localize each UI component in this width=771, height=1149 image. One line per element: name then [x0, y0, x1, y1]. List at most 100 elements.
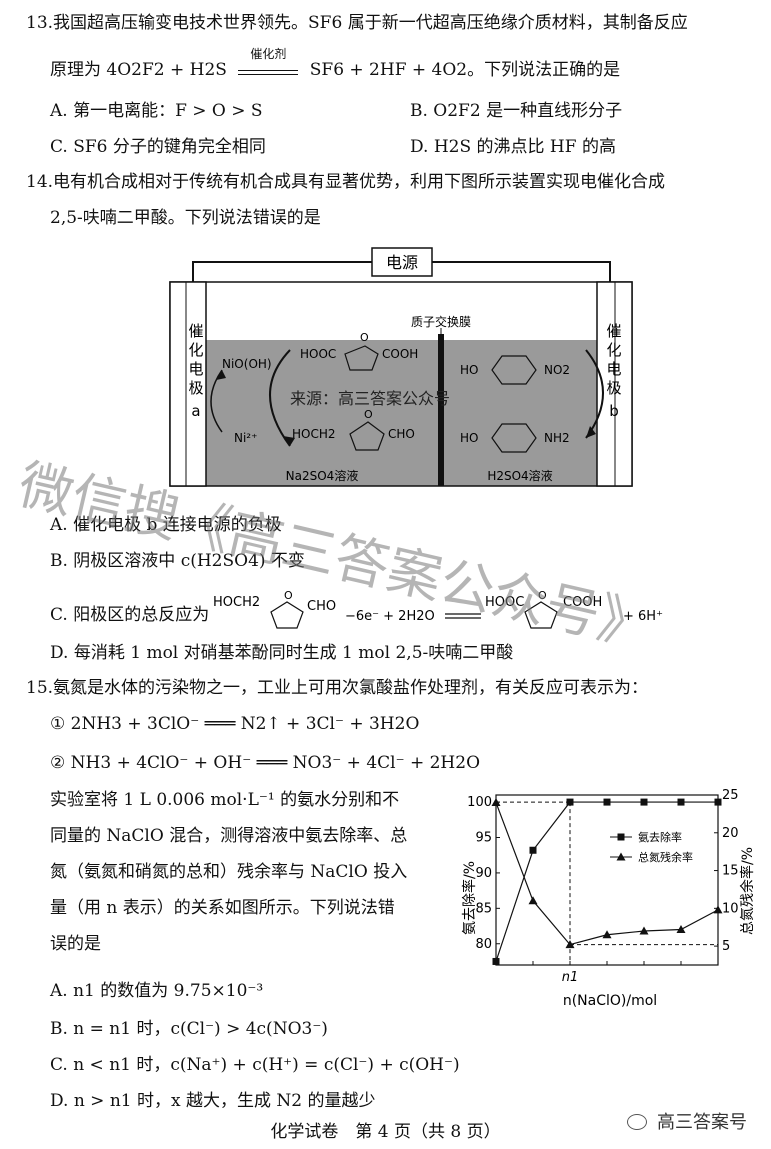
electrolysis-apparatus: 电源 催 化 电 极 a 催 化 电 极 b 质子交换膜 NiO(OH) Ni²… — [169, 247, 633, 487]
series-point-square — [566, 798, 574, 806]
q15-para-5: 误的是 — [50, 934, 101, 954]
q15-option-c: C. n < n1 时，c(Na⁺) + c(H⁺) = c(Cl⁻) + c(… — [50, 1055, 460, 1075]
q15-stem: 15.氨氮是水体的污染物之一，工业上可用次氯酸盐作处理剂，有关反应可表示为： — [26, 678, 649, 698]
q15-para-4: 量（用 n 表示）的关系如图所示。下列说法错 — [50, 898, 395, 918]
y-right-tick-label: 25 — [722, 788, 739, 803]
q13-option-d: D. H2S 的沸点比 HF 的高 — [410, 137, 616, 157]
q13-stem-line2: 原理为 4O2F2 + H2S 催化剂 SF6 + 2HF + 4O2。下列说法… — [50, 47, 621, 81]
series-point-triangle — [676, 924, 686, 933]
series-point-square — [640, 798, 648, 806]
hmf-cho: CHO — [388, 427, 415, 441]
eq-cooh: COOH — [563, 595, 602, 610]
q15-para-3: 氮（氨氮和硝氮的总和）残余率与 NaClO 投入 — [50, 862, 408, 882]
q15-para-2: 同量的 NaClO 混合，测得溶液中氨去除率、总 — [50, 826, 408, 846]
power-source-box — [371, 247, 433, 277]
fdca-hooc: HOOC — [300, 347, 336, 361]
proton-exchange-membrane — [438, 334, 444, 486]
series-point-triangle — [528, 896, 538, 905]
nitrophenol-ho: HO — [460, 363, 478, 377]
eq-hooc: HOOC — [485, 595, 524, 610]
q15-equation-2: ② NH3 + 4ClO⁻ + OH⁻ ═══ NO3⁻ + 4Cl⁻ + 2H… — [50, 753, 481, 773]
ni2plus-label: Ni²⁺ — [234, 431, 257, 445]
eq-cho: CHO — [307, 599, 336, 614]
q14-option-d: D. 每消耗 1 mol 对硝基苯酚同时生成 1 mol 2,5-呋喃二甲酸 — [50, 643, 514, 663]
y-left-tick-label: 100 — [467, 795, 492, 810]
q14-stem-line1: 14.电有机合成相对于传统有机合成具有显著优势，利用下图所示装置实现电催化合成 — [26, 172, 666, 192]
electrode-a-char2: 化 — [188, 341, 203, 359]
y-left-tick-label: 90 — [475, 866, 492, 881]
niooh-label: NiO(OH) — [222, 357, 272, 371]
y-right-tick-label: 10 — [722, 901, 739, 916]
series-line-2 — [495, 802, 719, 946]
electrode-b-char4: 极 — [606, 379, 621, 397]
x-tick-label-n1: n1 — [562, 970, 579, 985]
q15-para-1: 实验室将 1 L 0.006 mol·L⁻¹ 的氨水分别和不 — [50, 790, 400, 810]
plot-frame — [495, 794, 719, 966]
y-axis-right-label: 总氮残余率/% — [739, 847, 756, 935]
series-point-triangle — [639, 926, 649, 935]
q15-option-b: B. n = n1 时，c(Cl⁻) > 4c(NO3⁻) — [50, 1019, 328, 1039]
x-axis-label: n(NaClO)/mol — [563, 993, 657, 1009]
series-point-square — [677, 798, 685, 806]
aminophenol-nh2: NH2 — [544, 431, 570, 445]
q13-option-a: A. 第一电离能：F > O > S — [50, 101, 263, 121]
ammonia-removal-chart: 氨去除率/% 总氮残余率/% n(NaClO)/mol 808590951005… — [461, 788, 756, 1009]
q14-stem-line2: 2,5-呋喃二甲酸。下列说法错误的是 — [50, 208, 321, 228]
fdca-cooh: COOH — [382, 347, 418, 361]
catalyst-arrow: 催化剂 — [238, 47, 299, 75]
series-point-triangle — [491, 798, 501, 807]
electrode-a — [169, 281, 207, 487]
q14-option-a: A. 催化电极 b 连接电源的负极 — [50, 515, 282, 535]
q15-equation-1: ① 2NH3 + 3ClO⁻ ═══ N2↑ + 3Cl⁻ + 3H2O — [50, 714, 420, 734]
q14-option-c-prefix: C. 阳极区的总反应为 — [50, 604, 210, 625]
fdca-o: O — [360, 331, 369, 344]
y-right-tick-label: 20 — [722, 826, 739, 841]
eq-middle: −6e⁻ + 2H2O — [345, 609, 435, 624]
series-point-square — [529, 846, 537, 854]
nitrophenol-no2: NO2 — [544, 363, 570, 377]
right-solution-label: H2SO4溶液 — [487, 468, 552, 483]
hmf-hoch2: HOCH2 — [292, 427, 336, 441]
page-footer: 化学试卷 第 4 页（共 8 页） — [270, 1122, 501, 1142]
electrode-b-char5: b — [609, 402, 619, 420]
legend-label: 总氮残余率 — [638, 850, 693, 864]
electrode-b-char1: 催 — [606, 322, 621, 340]
series-point-triangle — [565, 940, 575, 949]
wechat-icon — [627, 1114, 648, 1130]
q13-stem-line1: 13.我国超高压输变电技术世界领先。SF6 属于新一代超高压绝缘介质材料，其制备… — [26, 13, 688, 33]
y-right-tick-label: 5 — [722, 939, 730, 954]
series-point-square — [603, 798, 611, 806]
q13-reactants: 原理为 4O2F2 + H2S — [50, 60, 227, 80]
q15-option-d: D. n > n1 时，x 越大，生成 N2 的量越少 — [50, 1091, 376, 1111]
anode-equation: HOCH2 O CHO −6e⁻ + 2H2O HOOC O COOH + 6H… — [213, 590, 663, 629]
q15-option-a: A. n1 的数值为 9.75×10⁻³ — [50, 981, 264, 1001]
catalyst-label: 催化剂 — [250, 47, 287, 61]
hmf-o: O — [364, 408, 373, 421]
y-left-tick-label: 95 — [475, 831, 492, 846]
y-right-tick-label: 15 — [722, 864, 739, 879]
legend-marker-square — [617, 833, 625, 841]
electrode-b-char2: 化 — [606, 341, 621, 359]
legend-label: 氨去除率 — [638, 830, 682, 844]
electrode-a-char5: a — [191, 402, 200, 420]
legend-marker-triangle — [616, 852, 626, 861]
y-axis-left-label: 氨去除率/% — [461, 861, 478, 935]
electrode-a-char4: 极 — [188, 379, 203, 397]
source-note: 来源：高三答案公众号 — [290, 389, 450, 408]
q13-option-c: C. SF6 分子的键角完全相同 — [50, 137, 266, 157]
q13-products: SF6 + 2HF + 4O2。下列说法正确的是 — [309, 60, 621, 80]
power-source-label: 电源 — [386, 253, 418, 272]
y-left-tick-label: 80 — [475, 937, 492, 952]
series-point-triangle — [602, 930, 612, 939]
series-point-square — [492, 957, 500, 965]
eq-hoch2: HOCH2 — [213, 595, 260, 610]
electrode-b-char3: 电 — [606, 360, 621, 378]
membrane-label: 质子交换膜 — [411, 314, 471, 329]
aminophenol-ho: HO — [460, 431, 478, 445]
electrode-a-char3: 电 — [188, 360, 203, 378]
svg-text:O: O — [538, 590, 547, 602]
q14-option-b: B. 阴极区溶液中 c(H2SO4) 不变 — [50, 551, 305, 571]
series-point-triangle — [713, 905, 723, 914]
wechat-badge: 高三答案号 — [627, 1108, 747, 1134]
q13-option-b: B. O2F2 是一种直线形分子 — [410, 101, 623, 121]
